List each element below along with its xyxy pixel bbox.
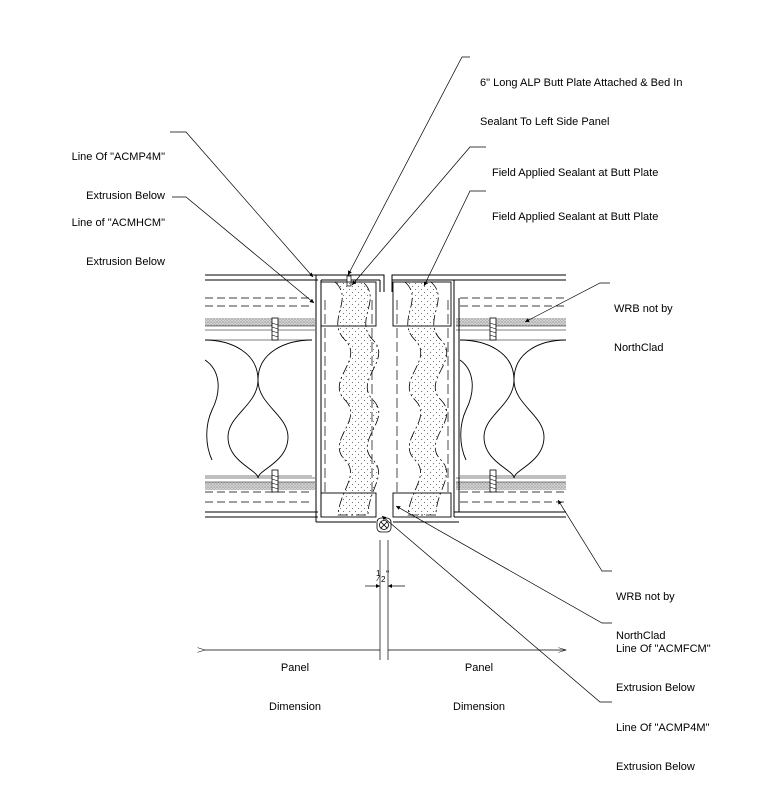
callout-acmp4m-top: Line Of "ACMP4M" Extrusion Below: [0, 125, 165, 216]
sealant-left: [333, 281, 380, 516]
sealant-right: [403, 281, 448, 516]
callout-acmp4m-bottom: Line Of "ACMP4M" Extrusion Below: [616, 696, 709, 787]
leader-lines: [170, 56, 612, 703]
gap-dimension: 1 ⁄ 2 ": [374, 569, 398, 585]
callout-acmp4m-bottom-line1: Line Of "ACMP4M": [616, 722, 710, 734]
left-panel-dimension-line2: Dimension: [269, 701, 321, 713]
callout-sealant-1-line1: Field Applied Sealant at Butt Plate: [492, 167, 659, 179]
right-panel: [454, 274, 567, 518]
callout-acmfcm-line1: Line Of "ACMFCM": [616, 643, 711, 655]
right-panel-dimension-line2: Dimension: [453, 701, 505, 713]
gap-dim-slash: ⁄: [378, 574, 380, 583]
gap-dim-unit: ": [386, 569, 390, 579]
callout-sealant-1: Field Applied Sealant at Butt Plate: [492, 141, 658, 193]
callout-butt-plate-line1: 6" Long ALP Butt Plate Attached & Bed In: [480, 77, 683, 89]
detail-drawing: 6" Long ALP Butt Plate Attached & Bed In…: [0, 51, 711, 773]
callout-sealant-2: Field Applied Sealant at Butt Plate: [492, 185, 658, 237]
callout-acmhcm-line1: Line of "ACMHCM": [71, 217, 165, 229]
right-panel-dimension-line1: Panel: [464, 662, 494, 674]
left-panel: [204, 274, 318, 518]
callout-sealant-2-line1: Field Applied Sealant at Butt Plate: [492, 211, 659, 223]
callout-acmhcm: Line of "ACMHCM" Extrusion Below: [0, 191, 165, 282]
callout-butt-plate: 6" Long ALP Butt Plate Attached & Bed In…: [480, 51, 682, 142]
dimension-lines: [205, 540, 566, 660]
callout-acmp4m-bottom-line2: Extrusion Below: [616, 761, 695, 773]
left-panel-dimension-line1: Panel: [280, 662, 310, 674]
callout-butt-plate-line2: Sealant To Left Side Panel: [480, 116, 610, 128]
panel-joint: [315, 274, 460, 523]
left-panel-dimension: Panel Dimension: [255, 636, 335, 727]
callout-wrb-bottom: WRB not by NorthClad: [616, 565, 675, 656]
callout-acmfcm: Line Of "ACMFCM" Extrusion Below: [616, 617, 711, 708]
callout-acmhcm-line2: Extrusion Below: [86, 256, 165, 268]
callout-wrb-bottom-line1: WRB not by: [616, 591, 675, 603]
right-panel-dimension: Panel Dimension: [439, 636, 519, 727]
callout-wrb-top-line1: WRB not by: [614, 303, 673, 315]
gap-dim-denominator: 2: [381, 575, 386, 584]
gap-dim-numerator: 1: [376, 569, 381, 578]
callout-wrb-top-line2: NorthClad: [614, 342, 664, 354]
callout-wrb-bottom-line2: NorthClad: [616, 630, 666, 642]
wall-section-svg: [170, 56, 612, 703]
callout-wrb-top: WRB not by NorthClad: [614, 277, 673, 368]
callout-acmp4m-top-line1: Line Of "ACMP4M": [71, 151, 165, 163]
callout-acmp4m-top-line2: Extrusion Below: [86, 190, 165, 202]
backer-rod: [376, 517, 392, 533]
callout-acmfcm-line2: Extrusion Below: [616, 682, 695, 694]
